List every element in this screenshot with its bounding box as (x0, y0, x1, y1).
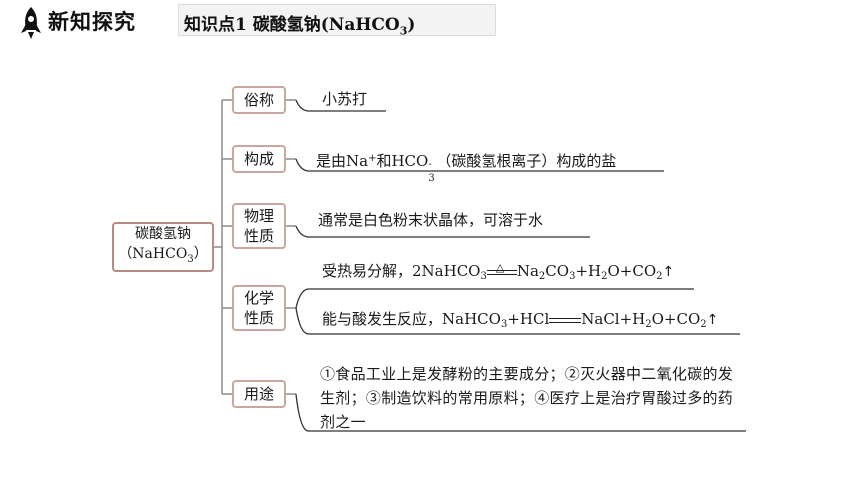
leaf-common-name: 小苏打 (322, 90, 368, 108)
leaf-uses: ①食品工业上是发酵粉的主要成分；②灭火器中二氧化碳的发生剂；③制造饮料的常用原料… (320, 365, 734, 431)
knowledge-point-title: 知识点1 碳酸氢钠(NaHCO3) (184, 15, 416, 38)
branch-composition: 构成 (232, 145, 286, 173)
header: 新知探究 知识点1 碳酸氢钠(NaHCO3) (0, 0, 860, 44)
root-formula: （NaHCO3） (118, 246, 208, 265)
leaf-physical-properties: 通常是白色粉末状晶体，可溶于水 (318, 211, 544, 229)
equals-sign (549, 315, 582, 325)
branch-common-name: 俗称 (232, 86, 286, 114)
rocket-icon (21, 7, 41, 39)
root-node-sodium-bicarbonate: 碳酸氢钠 （NaHCO3） (112, 222, 214, 272)
branch-chemical-properties: 化学性质 (232, 285, 286, 331)
branch-uses: 用途 (232, 380, 286, 408)
root-title: 碳酸氢钠 (135, 226, 191, 243)
heat-equals-sign: △ (486, 261, 517, 279)
leaf-decomposition-reaction: 受热易分解，2NaHCO3△Na2CO3+H2O+CO2↑ (322, 261, 675, 282)
section-title: 新知探究 (48, 9, 136, 34)
branch-physical-properties: 物理性质 (232, 203, 286, 249)
leaf-composition: 是由Na+和HCO-3（碳酸氢根离子）构成的盐 (316, 152, 617, 184)
gas-arrow-icon: ↑ (662, 264, 675, 280)
gas-arrow-icon: ↑ (706, 312, 719, 328)
knowledge-point-banner (178, 4, 496, 36)
